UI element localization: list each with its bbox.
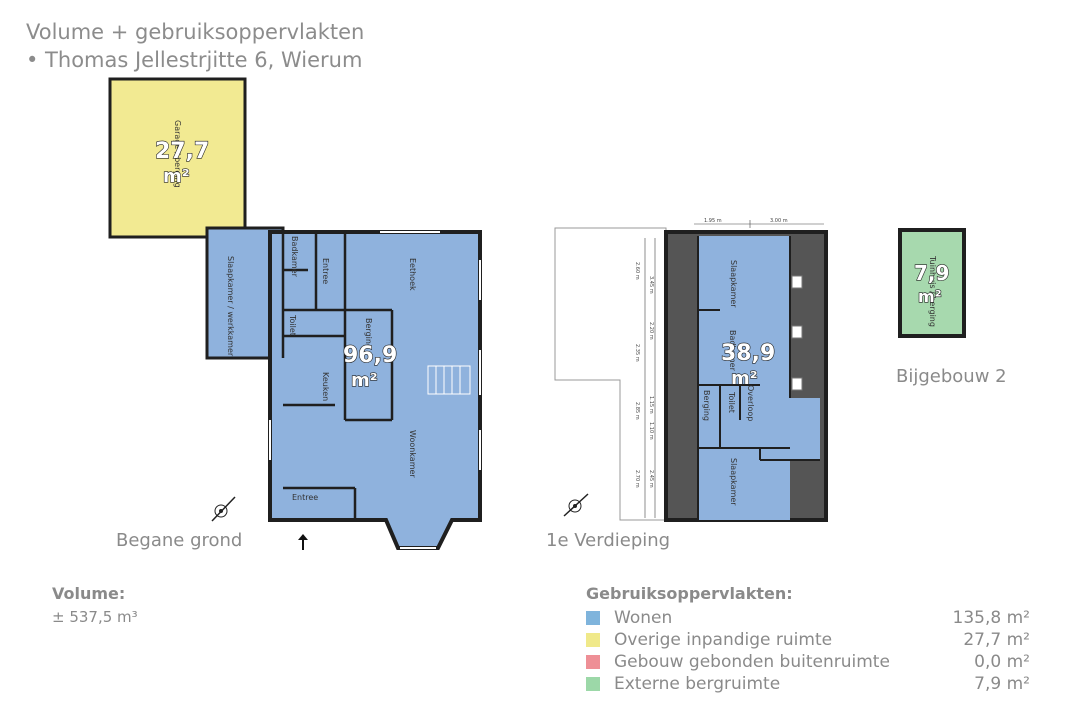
garage-room <box>108 77 247 239</box>
page-title: Volume + gebruiksoppervlakten <box>26 20 365 44</box>
dim-top-left: 1.95 m <box>704 218 722 224</box>
room-label-entree-2: Entree <box>292 493 318 502</box>
legend-swatch-bergruimte <box>586 677 600 691</box>
dim-v3: 2.20 m <box>648 322 654 340</box>
annex-room-label: Tuinhuis / berging <box>928 255 937 327</box>
legend-value: 7,9 m² <box>974 674 1030 694</box>
first-label-toilet: Toilet <box>727 391 736 413</box>
room-label-badkamer: Badkamer <box>290 236 299 278</box>
dim-v4: 2.35 m <box>634 344 640 362</box>
entrance-arrow-icon <box>298 534 308 550</box>
usage-heading: Gebruiksoppervlakten: <box>586 584 793 603</box>
legend-label: Wonen <box>614 608 673 628</box>
room-label-entree: Entree <box>321 258 330 284</box>
interior-walls <box>281 232 394 520</box>
annex-area: 7,9 <box>914 261 949 285</box>
room-label-slaapkamer: Slaapkamer / werkkamer <box>226 256 235 357</box>
first-area: 38,9 <box>721 341 775 366</box>
room-label-woonkamer: Woonkamer <box>408 430 417 478</box>
dimension-lines <box>644 220 824 518</box>
first-floor-outline <box>554 227 667 521</box>
dim-v1: 2.60 m <box>634 262 640 280</box>
dim-v8: 2.70 m <box>634 470 640 488</box>
room-label-toilet: Toilet <box>288 314 297 336</box>
room-label-garage: Garage / berging <box>173 120 182 188</box>
room-label-keuken: Keuken <box>321 372 330 401</box>
legend-row: Externe bergruimte 7,9 m² <box>586 674 1030 696</box>
ground-area-unit: m² <box>351 370 378 391</box>
skylights <box>791 275 803 391</box>
floor-plans: Garage / berging Badkamer Entree Eethoek… <box>108 77 966 550</box>
dim-v5: 1.15 m <box>648 396 654 414</box>
volume-value: ± 537,5 m³ <box>52 608 138 626</box>
legend-label: Overige inpandige ruimte <box>614 630 833 650</box>
first-label-overloop: Overloop <box>746 385 755 421</box>
annex-plan: Tuinhuis / berging 7,9 m² <box>898 228 966 338</box>
room-label-eethoek: Eethoek <box>408 258 417 291</box>
garage-area-unit: m² <box>163 166 190 187</box>
legend-value: 27,7 m² <box>963 630 1030 650</box>
first-area-unit: m² <box>731 368 758 389</box>
dim-v6: 1.10 m <box>648 422 654 440</box>
compass-ground-icon <box>211 496 236 522</box>
dim-top-right: 3.00 m <box>770 218 788 224</box>
dim-v9: 2.45 m <box>648 470 654 488</box>
ground-windows <box>269 231 481 549</box>
first-label-berging: Berging <box>702 390 711 421</box>
compass-first-icon <box>563 493 589 517</box>
legend-value: 135,8 m² <box>952 608 1030 628</box>
annex-label: Bijgebouw 2 <box>896 366 1007 387</box>
legend-swatch-overige <box>586 633 600 647</box>
annex-room <box>898 228 966 338</box>
ground-floor-plan: Garage / berging Badkamer Entree Eethoek… <box>108 77 482 550</box>
first-floor-plan: 1.95 m 3.00 m 2.60 m 3.45 m 2.20 m 2.35 … <box>554 218 828 522</box>
dim-v2: 3.45 m <box>648 276 654 294</box>
legend-value: 0,0 m² <box>974 652 1030 672</box>
first-label-badkamer: Badkamer <box>728 330 737 372</box>
property-address: • Thomas Jellestrjitte 6, Wierum <box>26 48 363 72</box>
legend-row: Gebouw gebonden buitenruimte 0,0 m² <box>586 652 1030 674</box>
ground-area: 96,9 <box>343 343 397 368</box>
garage-area: 27,7 <box>155 139 209 164</box>
usage-legend: Wonen 135,8 m² Overige inpandige ruimte … <box>586 608 1030 696</box>
volume-heading: Volume: <box>52 584 126 603</box>
first-label-slaapkamer-2: Slaapkamer <box>729 458 738 506</box>
legend-swatch-buitenruimte <box>586 655 600 669</box>
dim-v7: 2.85 m <box>634 402 640 420</box>
room-label-berging: Berging <box>364 318 373 349</box>
ground-floor-label: Begane grond <box>116 530 243 551</box>
legend-swatch-wonen <box>586 611 600 625</box>
legend-label: Externe bergruimte <box>614 674 781 694</box>
legend-row: Wonen 135,8 m² <box>586 608 1030 630</box>
annex-area-unit: m² <box>918 287 942 306</box>
first-label-slaapkamer-1: Slaapkamer <box>729 260 738 308</box>
first-floor-label: 1e Verdieping <box>546 530 671 551</box>
legend-row: Overige inpandige ruimte 27,7 m² <box>586 630 1030 652</box>
first-interior-walls <box>697 236 820 520</box>
legend-label: Gebouw gebonden buitenruimte <box>614 652 890 672</box>
stair <box>427 365 471 395</box>
